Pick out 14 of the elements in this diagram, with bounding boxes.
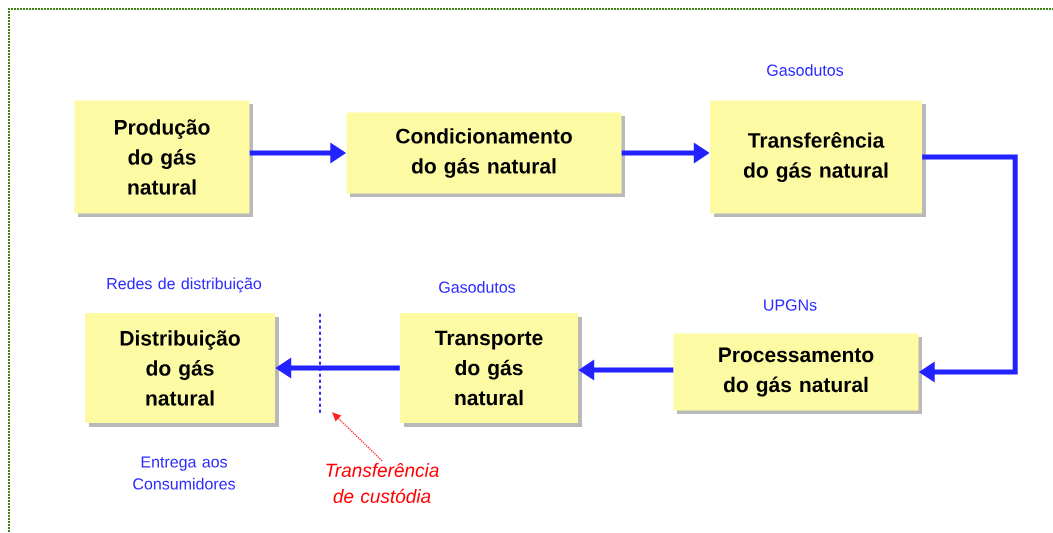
custody-line <box>319 312 321 416</box>
beside-label: Entrega aos Consumidores <box>133 456 235 490</box>
beside-label: UPGNs <box>764 299 817 311</box>
process-box: Processamento do gás natural <box>673 333 922 414</box>
beside-label: Gasodutos <box>439 281 516 293</box>
beside-label: Redes de distribuição <box>107 277 262 293</box>
beside-label: Gasodutos <box>767 64 844 76</box>
process-box: Transferência do gás natural <box>710 100 926 217</box>
process-box: Transporte do gás natural <box>400 313 582 427</box>
process-box: Distribuição do gás natural <box>85 313 279 427</box>
custody-leader-line <box>332 412 383 462</box>
process-box: Condicionamento do gás natural <box>346 112 625 197</box>
process-box: Produção do gás natural <box>74 100 253 217</box>
annotation-text: Transferência de custódia <box>326 463 439 503</box>
